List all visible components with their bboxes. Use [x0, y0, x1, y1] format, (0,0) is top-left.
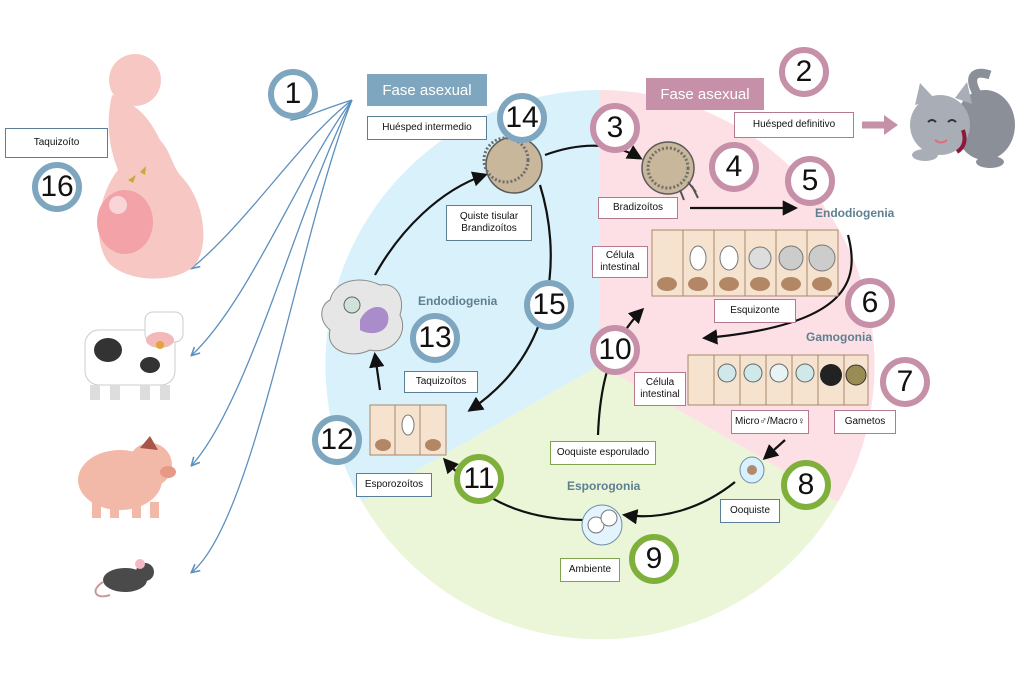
- step-11: 11: [454, 454, 504, 504]
- pregnant-woman-icon: [97, 54, 204, 279]
- label-celula-2-line2: intestinal: [640, 389, 680, 400]
- phase-asexual-right: Fase asexual: [646, 78, 764, 110]
- label-micro-macro: Micro♂/Macro♀: [731, 410, 809, 434]
- pig-icon: [78, 436, 176, 518]
- label-celula-1-line2: intestinal: [600, 262, 640, 273]
- step-8: 8: [781, 460, 831, 510]
- label-gametos: Gametos: [834, 410, 896, 434]
- phase-asexual-left: Fase asexual: [367, 74, 487, 106]
- tissue-cyst-icon: [482, 136, 543, 194]
- sporulated-oocyst-icon: [581, 504, 623, 546]
- cat-icon: [910, 68, 1015, 168]
- stage-endodiogenia-right: Endodiogenia: [815, 206, 895, 220]
- step-3: 3: [590, 103, 640, 153]
- label-taquizoitos: Taquizoítos: [404, 371, 478, 393]
- host-arrows: [192, 99, 353, 572]
- label-celula-2-line1: Célula: [645, 377, 675, 388]
- stage-gamogonia: Gamogonia: [806, 330, 873, 344]
- mouse-icon: [94, 559, 154, 598]
- step-4: 4: [709, 142, 759, 192]
- step-13: 13: [410, 313, 460, 363]
- bradizoitos-cyst-icon: [641, 141, 699, 201]
- intestinal-cells-icon: [651, 229, 839, 297]
- step-16: 16: [32, 162, 82, 212]
- label-taquizoito: Taquizoíto: [5, 128, 108, 158]
- label-celula-intestinal-1: Célula intestinal: [592, 246, 648, 278]
- label-esquizonte: Esquizonte: [714, 299, 796, 323]
- cycle-arrows: [369, 144, 853, 525]
- step-9: 9: [629, 534, 679, 584]
- step-6: 6: [845, 278, 895, 328]
- label-quiste-tisular: Quiste tisular Brandizoítos: [446, 205, 532, 241]
- gamogonia-cells-icon: [687, 354, 869, 406]
- label-quiste-line1: Quiste tisular: [459, 211, 519, 222]
- sector-green: [362, 365, 838, 640]
- label-celula-1-line1: Célula: [605, 250, 635, 261]
- label-esporozoitos: Esporozoítos: [356, 473, 432, 497]
- step-7: 7: [880, 357, 930, 407]
- macrophage-icon: [321, 279, 404, 355]
- cow-icon: [84, 311, 184, 400]
- step-5: 5: [785, 156, 835, 206]
- step-14: 14: [497, 93, 547, 143]
- label-quiste-line2: Brandizoítos: [461, 223, 517, 234]
- label-celula-intestinal-2: Célula intestinal: [634, 372, 686, 406]
- host-definitive-label: Huésped definitivo: [734, 112, 854, 138]
- label-ooquiste: Ooquiste: [720, 499, 780, 523]
- label-ambiente: Ambiente: [560, 558, 620, 582]
- esporozoito-cells-icon: [369, 404, 447, 456]
- label-bradizoitos: Bradizoítos: [598, 197, 678, 219]
- step-2: 2: [779, 47, 829, 97]
- label-ooquiste-esporulado: Ooquiste esporulado: [550, 441, 656, 465]
- stage-endodiogenia-left: Endodiogenia: [418, 294, 498, 308]
- step-15: 15: [524, 280, 574, 330]
- stage-esporogonia: Esporogonia: [567, 479, 641, 493]
- sector-blue: [325, 90, 600, 502]
- step-1: 1: [268, 69, 318, 119]
- step-10: 10: [590, 325, 640, 375]
- host-intermediate-label: Huésped intermedio: [367, 116, 487, 140]
- oocyst-icon: [739, 456, 765, 484]
- step-12: 12: [312, 415, 362, 465]
